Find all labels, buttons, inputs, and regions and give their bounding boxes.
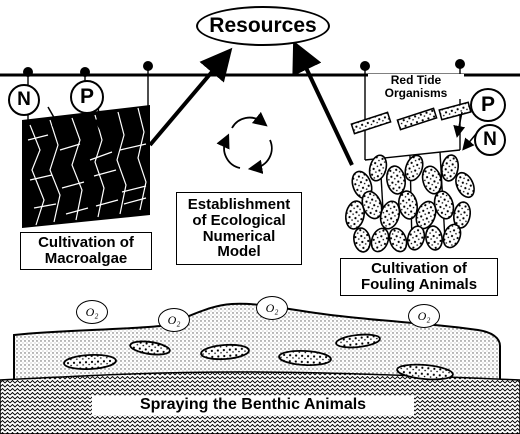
model-label-line1: Establishment bbox=[181, 197, 297, 213]
resources-title: Resources bbox=[196, 6, 330, 46]
red-tide-label: Red Tide Organisms bbox=[368, 74, 464, 99]
benthic-label-text: Spraying the Benthic Animals bbox=[140, 396, 366, 413]
arrow-macroalgae-to-resources bbox=[150, 60, 222, 145]
nitrogen-badge-right: N bbox=[474, 124, 506, 156]
phosphorus-badge-right: P bbox=[470, 88, 506, 122]
fouling-label-line1: Cultivation of bbox=[345, 261, 493, 277]
oxygen-bubble-4-text: O₂ bbox=[418, 309, 431, 324]
oxygen-bubble-2: O₂ bbox=[158, 308, 190, 332]
macroalgae-label: Cultivation of Macroalgae bbox=[20, 232, 152, 270]
ecological-model-label: Establishment of Ecological Numerical Mo… bbox=[176, 192, 302, 265]
nitrogen-right-text: N bbox=[483, 129, 497, 151]
red-tide-label-line1: Red Tide bbox=[368, 74, 464, 87]
benthic-label: Spraying the Benthic Animals bbox=[92, 396, 414, 415]
fouling-label-line2: Fouling Animals bbox=[345, 277, 493, 293]
red-tide-organisms bbox=[351, 102, 470, 133]
oxygen-bubble-1-text: O₂ bbox=[86, 305, 99, 320]
nitrogen-badge-left: N bbox=[8, 84, 40, 116]
nitrogen-left-text: N bbox=[17, 89, 31, 111]
model-label-line3: Numerical bbox=[181, 229, 297, 245]
resources-title-text: Resources bbox=[209, 15, 316, 37]
phosphorus-right-text: P bbox=[481, 93, 495, 117]
oxygen-bubble-1: O₂ bbox=[76, 300, 108, 324]
oxygen-bubble-3-text: O₂ bbox=[266, 301, 279, 316]
macroalgae-cultivation bbox=[22, 105, 150, 228]
macroalgae-label-line1: Cultivation of bbox=[25, 235, 147, 251]
model-label-line4: Model bbox=[181, 244, 297, 260]
oxygen-bubble-3: O₂ bbox=[256, 296, 288, 320]
model-label-line2: of Ecological bbox=[181, 213, 297, 229]
arrow-fouling-to-resources bbox=[300, 55, 352, 165]
phosphorus-left-text: P bbox=[80, 85, 94, 109]
fouling-animals bbox=[344, 153, 478, 254]
red-tide-label-line2: Organisms bbox=[368, 87, 464, 100]
oxygen-bubble-2-text: O₂ bbox=[168, 313, 181, 328]
macroalgae-label-line2: Macroalgae bbox=[25, 251, 147, 267]
phosphorus-badge-left: P bbox=[70, 80, 104, 114]
cycle-arrows bbox=[224, 118, 272, 168]
oxygen-bubble-4: O₂ bbox=[408, 304, 440, 328]
fouling-animals-label: Cultivation of Fouling Animals bbox=[340, 258, 498, 296]
